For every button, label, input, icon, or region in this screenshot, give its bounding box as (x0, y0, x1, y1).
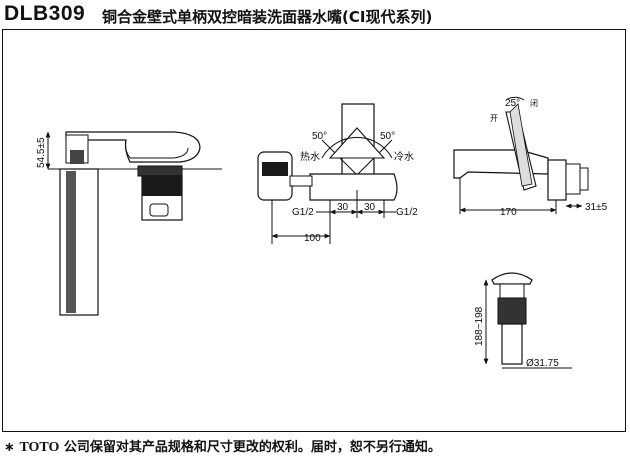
cold-label: 冷水 (394, 150, 414, 163)
spout-length-label: 170 (500, 207, 517, 218)
thread-right-label: G1/2 (396, 207, 418, 218)
wall-plate (547, 159, 567, 201)
spout-outline (125, 139, 189, 159)
side-height-label: 54.5±5 (36, 137, 47, 168)
handle-angle-label: 25° (505, 98, 520, 109)
lever (328, 127, 386, 159)
spout-side (453, 149, 549, 179)
drain-diameter-label: Ø31.75 (526, 358, 559, 369)
header: DLB309 铜合金壁式单柄双控暗装洗面器水嘴(CI现代系列) (0, 0, 630, 28)
handle-cap (137, 165, 183, 177)
basin-column (59, 168, 99, 316)
angle-left-label: 50° (312, 131, 327, 142)
front-view: 50° 50° 热水 冷水 30 30 G1/2 G1/2 100 (257, 103, 418, 244)
handle-arc (505, 96, 525, 101)
handle-window (149, 203, 169, 217)
footer-star: ∗ (4, 440, 15, 455)
footer-text: 公司保留对其产品规格和尺寸更改的权利。届时，恕不另行通知。 (63, 440, 441, 455)
drain-cap (491, 272, 533, 285)
footer-brand: TOTO (19, 440, 60, 455)
drain-thread (497, 297, 527, 325)
drain-height-label: 188~198 (474, 306, 485, 346)
right-side-view: 25° 闭 开 170 31±5 (453, 96, 608, 218)
handle-side-open (509, 103, 533, 187)
product-title: 铜合金壁式单柄双控暗装洗面器水嘴(CI现代系列) (102, 8, 433, 26)
valve-body-front (309, 173, 398, 201)
side-view: 54.5±5 (36, 131, 222, 316)
spacing-left-label: 30 (337, 202, 349, 213)
wall-depth-label: 31±5 (585, 202, 608, 213)
spout-nozzle (262, 162, 288, 176)
spout-neck (289, 175, 313, 187)
handle-band (142, 176, 182, 196)
thread-left-label: G1/2 (292, 207, 314, 218)
wall-box (565, 163, 581, 195)
angle-arc (321, 136, 393, 159)
spacing-right-label: 30 (364, 202, 376, 213)
angle-right-label: 50° (380, 131, 395, 142)
open-label: 开 (490, 114, 498, 123)
footer-note: ∗ TOTO 公司保留对其产品规格和尺寸更改的权利。届时，恕不另行通知。 (4, 436, 441, 456)
close-label: 闭 (530, 99, 538, 108)
drain-pipe (501, 323, 523, 365)
total-width-label: 100 (304, 233, 321, 244)
valve-core (70, 150, 84, 164)
drain-view: 188~198 Ø31.75 (474, 272, 572, 369)
model-number: DLB309 (4, 2, 86, 25)
wall-nut (579, 167, 589, 191)
basin-shade (66, 171, 76, 313)
drawing-frame (2, 29, 626, 432)
hot-label: 热水 (300, 150, 320, 163)
drain-collar (499, 283, 525, 299)
